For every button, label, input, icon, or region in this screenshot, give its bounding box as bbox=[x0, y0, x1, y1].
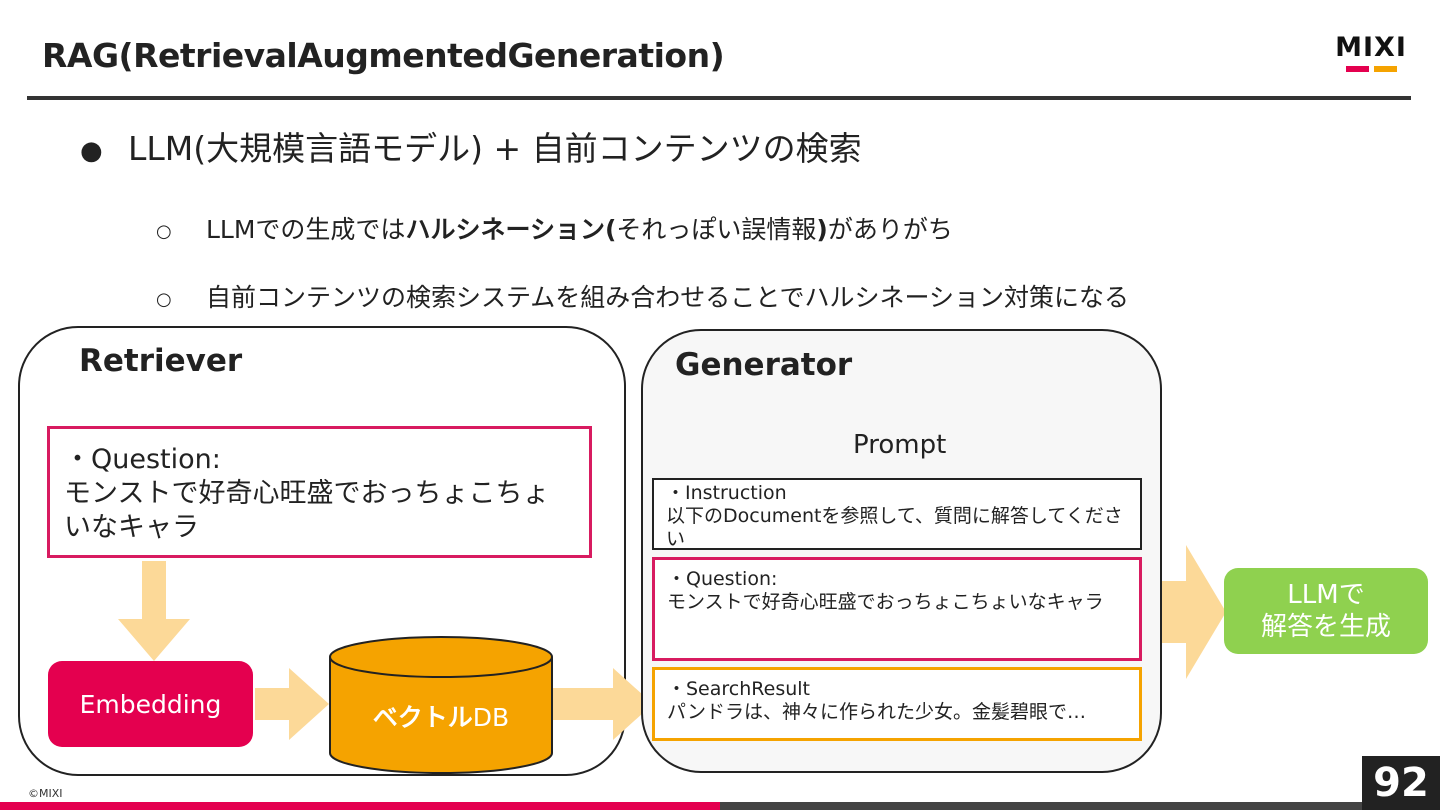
sub-bullet-1-post: がありがち bbox=[827, 215, 953, 244]
search-result-text: パンドラは、神々に作られた少女。金髪碧眼で… bbox=[667, 701, 1086, 723]
arrow-down-icon bbox=[118, 561, 190, 661]
search-result-box: ・SearchResult パンドラは、神々に作られた少女。金髪碧眼で… bbox=[652, 667, 1142, 741]
sub-bullet-1-bold2: ) bbox=[816, 215, 828, 244]
logo-text: MIXI bbox=[1335, 32, 1407, 63]
retriever-question-label: ・Question: bbox=[64, 444, 221, 475]
arrow-right-icon bbox=[255, 668, 329, 740]
llm-output-box: LLMで 解答を生成 bbox=[1224, 568, 1428, 654]
arrow-right-large-icon bbox=[1162, 545, 1226, 679]
instruction-box: ・Instruction 以下のDocumentを参照して、質問に解答してくださ… bbox=[652, 478, 1142, 550]
search-result-label: ・SearchResult bbox=[667, 678, 810, 700]
logo-bar-pink bbox=[1346, 66, 1369, 72]
footer-bar-pink bbox=[0, 802, 720, 810]
footer-bar-dark bbox=[720, 802, 1362, 810]
bullet-ring-icon: ○ bbox=[156, 288, 172, 310]
embedding-box: Embedding bbox=[48, 661, 253, 747]
sub-bullet-1: ○ LLMでの生成ではハルシネーション(それっぽい誤情報)がありがち bbox=[156, 210, 953, 246]
retriever-title: Retriever bbox=[79, 343, 243, 379]
llm-output-line1: LLMで bbox=[1287, 580, 1365, 610]
instruction-text: 以下のDocumentを参照して、質問に解答してください bbox=[666, 505, 1123, 550]
retriever-question-text: モンストで好奇心旺盛でおっちょこちょいなキャラ bbox=[64, 478, 550, 543]
arrow-right-icon bbox=[553, 668, 653, 740]
title-divider bbox=[27, 96, 1411, 100]
mixi-logo: MIXI bbox=[1331, 34, 1411, 74]
llm-output-line2: 解答を生成 bbox=[1260, 612, 1391, 642]
logo-bar-orange bbox=[1374, 66, 1397, 72]
prompt-question-text: モンストで好奇心旺盛でおっちょこちょいなキャラ bbox=[667, 591, 1104, 613]
vector-db-label: ベクトルDB bbox=[328, 698, 554, 734]
instruction-label: ・Instruction bbox=[666, 482, 787, 504]
prompt-question-box: ・Question: モンストで好奇心旺盛でおっちょこちょいなキャラ bbox=[652, 557, 1142, 661]
prompt-label: Prompt bbox=[853, 430, 947, 460]
main-bullet: ● LLM(大規模言語モデル) + 自前コンテンツの検索 bbox=[80, 122, 862, 170]
slide-title: RAG(RetrievalAugmentedGeneration) bbox=[42, 36, 725, 75]
retriever-question-box: ・Question: モンストで好奇心旺盛でおっちょこちょいなキャラ bbox=[47, 426, 592, 558]
vector-db-cylinder-icon bbox=[329, 636, 553, 774]
sub-bullet-2: ○ 自前コンテンツの検索システムを組み合わせることでハルシネーション対策になる bbox=[156, 278, 1129, 314]
bullet-ring-icon: ○ bbox=[156, 220, 172, 242]
main-bullet-text: LLM(大規模言語モデル) + 自前コンテンツの検索 bbox=[128, 129, 862, 168]
sub-bullet-1-pre: LLMでの生成では bbox=[206, 215, 406, 244]
sub-bullet-2-text: 自前コンテンツの検索システムを組み合わせることでハルシネーション対策になる bbox=[206, 283, 1130, 312]
copyright: ©MIXI bbox=[28, 787, 63, 800]
vector-db-label-en: DB bbox=[472, 703, 510, 732]
generator-title: Generator bbox=[675, 347, 853, 383]
vector-db-label-jp: ベクトル bbox=[372, 703, 473, 732]
prompt-question-label: ・Question: bbox=[667, 568, 778, 590]
sub-bullet-1-mid: それっぽい誤情報 bbox=[616, 215, 817, 244]
sub-bullet-1-bold: ハルシネーション( bbox=[405, 215, 617, 244]
bullet-dot-icon: ● bbox=[80, 135, 103, 166]
page-number: 92 bbox=[1362, 756, 1440, 810]
